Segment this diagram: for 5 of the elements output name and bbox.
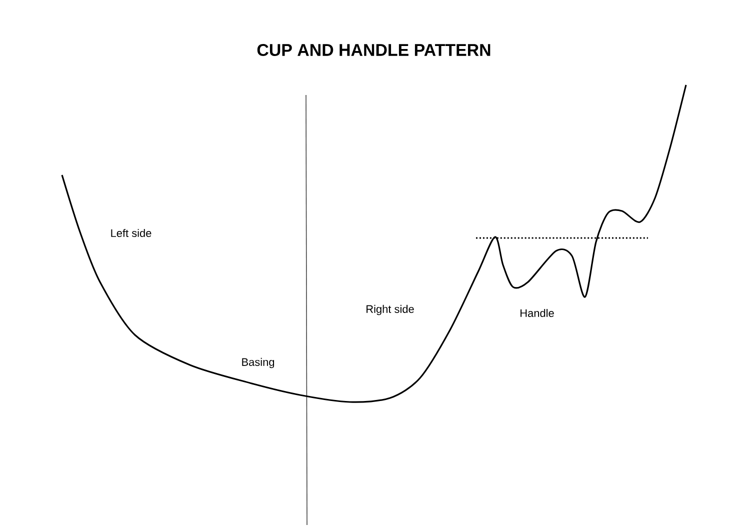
title: CUP AND HANDLE PATTERN [257,44,490,56]
pattern-label: Basing [242,358,274,368]
pattern-label: Left side [111,228,152,238]
pattern-label: Handle [520,308,554,318]
pattern-label: Right side [366,304,414,316]
